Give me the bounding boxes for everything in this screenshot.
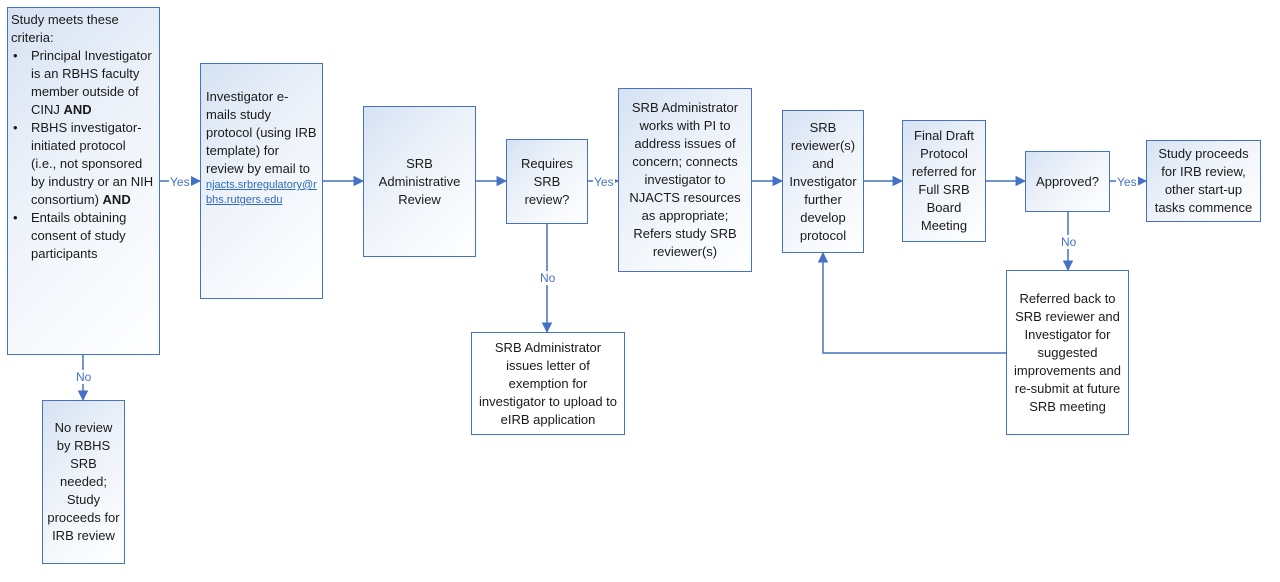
approved-box: Approved? bbox=[1025, 151, 1110, 212]
criteria-item: Entails obtaining consent of study parti… bbox=[11, 209, 154, 263]
criteria-item: RBHS investigator-initiated protocol (i.… bbox=[11, 119, 154, 209]
criteria-heading: Study meets these criteria: bbox=[11, 12, 119, 45]
edge-label-requires-no: No bbox=[539, 271, 557, 285]
reviewers-develop-box: SRB reviewer(s) and Investigator further… bbox=[782, 110, 864, 253]
proceeds-box: Study proceeds for IRB review, other sta… bbox=[1146, 140, 1261, 222]
criteria-list: Principal Investigator is an RBHS facult… bbox=[11, 47, 154, 263]
final-draft-box: Final Draft Protocol referred for Full S… bbox=[902, 120, 986, 242]
investigator-email-text: Investigator e-mails study protocol (usi… bbox=[206, 89, 317, 176]
criteria-item: Principal Investigator is an RBHS facult… bbox=[11, 47, 154, 119]
edge-label-requires-yes: Yes bbox=[593, 175, 615, 189]
edge-label-criteria-yes: Yes bbox=[169, 175, 191, 189]
arrow-referred-back-to-reviewers bbox=[817, 251, 1006, 354]
edge-label-criteria-no: No bbox=[75, 370, 93, 384]
exemption-letter-box: SRB Administrator issues letter of exemp… bbox=[471, 332, 625, 435]
no-review-box: No review by RBHS SRB needed; Study proc… bbox=[42, 400, 125, 564]
srb-email-link[interactable]: njacts.srbregulatory@rbhs.rutgers.edu bbox=[206, 179, 317, 206]
requires-review-box: Requires SRB review? bbox=[506, 139, 588, 224]
criteria-box: Study meets these criteria: Principal In… bbox=[7, 7, 160, 355]
edge-label-approved-no: No bbox=[1060, 235, 1078, 249]
admin-works-box: SRB Administrator works with PI to addre… bbox=[618, 88, 752, 272]
admin-review-box: SRB Administrative Review bbox=[363, 106, 476, 257]
referred-back-box: Referred back to SRB reviewer and Invest… bbox=[1006, 270, 1129, 435]
edge-label-approved-yes: Yes bbox=[1116, 175, 1138, 189]
investigator-email-box: Investigator e-mails study protocol (usi… bbox=[200, 63, 323, 299]
